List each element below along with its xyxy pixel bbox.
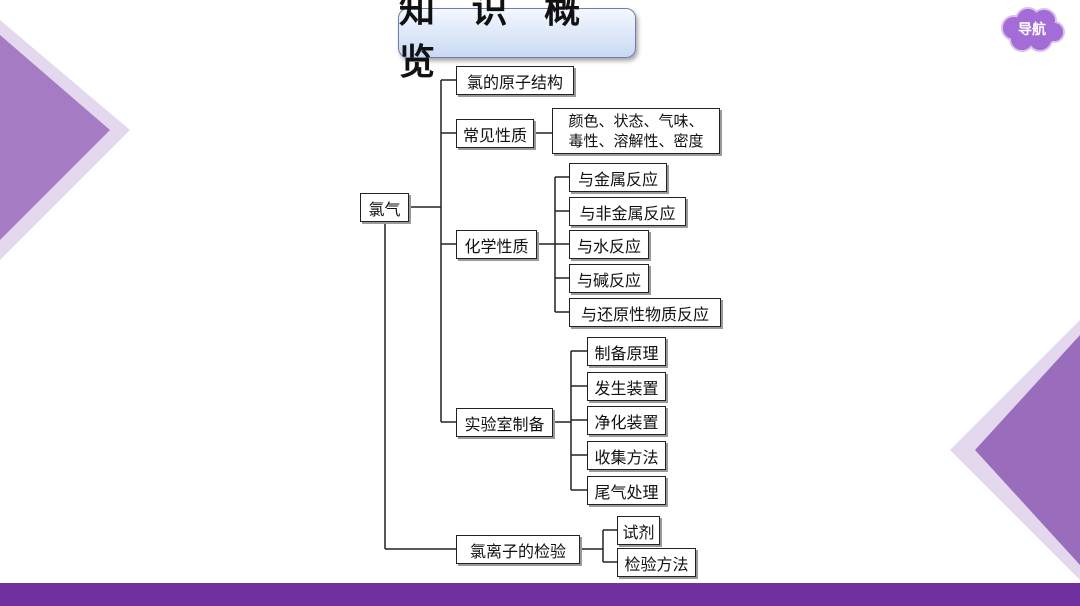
leaf-react-reducing: 与还原性物质反应 bbox=[569, 298, 721, 327]
detail-line-1: 颜色、状态、气味、 bbox=[568, 112, 704, 130]
mindmap-root: 氯气 bbox=[360, 193, 409, 222]
detail-line-2: 毒性、溶解性、密度 bbox=[568, 132, 704, 150]
leaf-react-nonmetal: 与非金属反应 bbox=[569, 197, 686, 226]
leaf-react-metal: 与金属反应 bbox=[569, 163, 667, 192]
leaf-reagent: 试剂 bbox=[617, 516, 660, 545]
branch-lab-preparation: 实验室制备 bbox=[456, 408, 553, 437]
leaf-test-method: 检验方法 bbox=[617, 548, 696, 577]
branch-chemical-properties: 化学性质 bbox=[456, 230, 537, 259]
leaf-react-water: 与水反应 bbox=[569, 230, 649, 259]
cloud-icon bbox=[1001, 7, 1065, 52]
leaf-tail-gas: 尾气处理 bbox=[587, 476, 666, 505]
branch-common-properties: 常见性质 bbox=[456, 119, 534, 148]
leaf-principle: 制备原理 bbox=[587, 337, 666, 366]
bottom-accent-bar bbox=[0, 583, 1080, 606]
common-properties-detail: 颜色、状态、气味、 毒性、溶解性、密度 bbox=[552, 108, 720, 154]
branch-chloride-test: 氯离子的检验 bbox=[456, 535, 580, 564]
branch-atomic-structure: 氯的原子结构 bbox=[456, 66, 574, 95]
nav-label: 导航 bbox=[1018, 22, 1046, 38]
leaf-collection: 收集方法 bbox=[587, 441, 666, 470]
leaf-generator: 发生装置 bbox=[587, 372, 666, 401]
nav-button[interactable]: 导航 bbox=[998, 6, 1066, 56]
leaf-purifier: 净化装置 bbox=[587, 406, 666, 435]
leaf-react-base: 与碱反应 bbox=[569, 264, 649, 293]
